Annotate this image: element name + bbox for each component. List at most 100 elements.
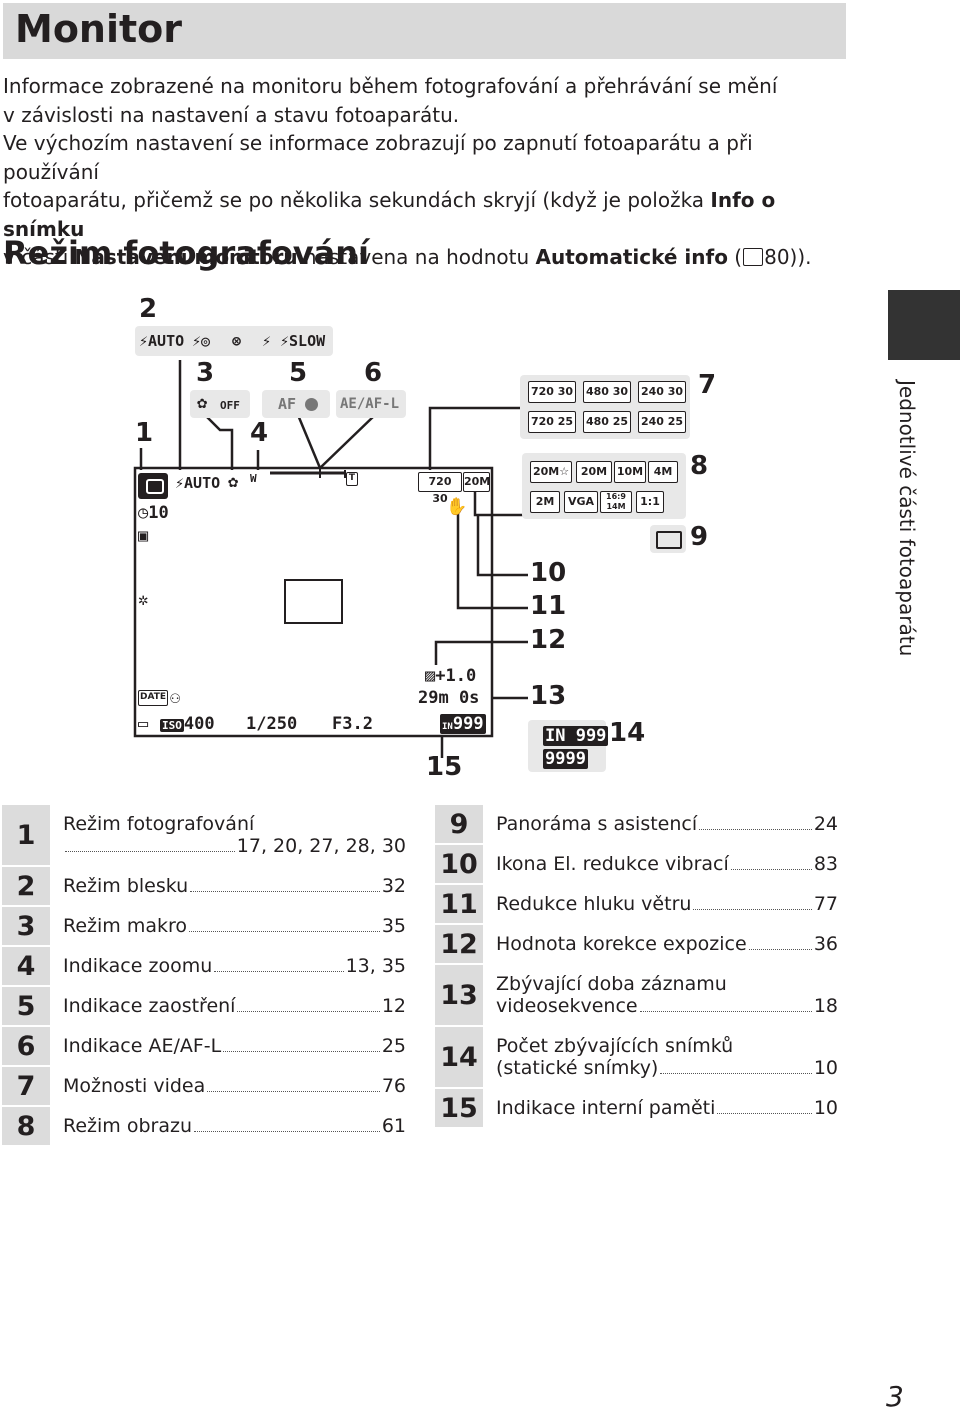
callout-9: 9 (690, 522, 709, 552)
callout-6: 6 (364, 358, 383, 388)
legend-label: Indikace zaostření (63, 995, 236, 1017)
legend-row: 14 Počet zbývajících snímků (statické sn… (435, 1025, 838, 1089)
callout-4: 4 (250, 418, 269, 448)
lcd-date-icon: DATE (138, 690, 168, 706)
image-mode-icon: 2M (530, 491, 560, 513)
legend-number: 12 (435, 923, 483, 965)
af-strip (262, 390, 330, 418)
legend-pages: 32 (381, 875, 406, 897)
legend-number: 2 (2, 865, 50, 907)
callout-10: 10 (530, 558, 567, 588)
legend-number: 15 (435, 1087, 483, 1129)
lcd-timer-icon: ◷10 (138, 503, 169, 523)
lcd-exposure-icon: ▨+1.0 (425, 666, 477, 686)
image-mode-icon: 4M (648, 461, 678, 483)
legend-pages: 77 (813, 893, 838, 915)
video-option-icon: 480 25 (583, 411, 631, 433)
legend-number: 13 (435, 963, 483, 1027)
diagram-lines (133, 360, 528, 758)
callout-14: 14 (609, 718, 646, 748)
macro-off-icon: OFF (220, 399, 240, 412)
callout-1: 1 (135, 418, 154, 448)
lcd-shutter: 1/250 (246, 714, 298, 734)
flash-modes-strip (135, 326, 333, 356)
macro-strip (190, 390, 250, 418)
image-mode-icon: 20M☆ (530, 461, 572, 483)
book-icon (743, 248, 764, 266)
page-header: Monitor (3, 3, 846, 59)
callout-2: 2 (139, 294, 158, 324)
intro-line: Ve výchozím nastavení se informace zobra… (3, 131, 753, 184)
legend-label: Indikace AE/AF-L (63, 1035, 222, 1057)
legend-number: 9 (435, 803, 483, 845)
legend-number: 4 (2, 945, 50, 987)
callout-11: 11 (530, 591, 567, 621)
legend-pages: 76 (381, 1075, 406, 1097)
legend-label: Režim fotografování (63, 813, 255, 835)
legend-number: 14 (435, 1025, 483, 1089)
flash-fill-icon: ⚡ (262, 332, 272, 350)
legend-pages: 17, 20, 27, 28, 30 (236, 835, 406, 857)
legend-number: 3 (2, 905, 50, 947)
legend-label: Možnosti videa (63, 1075, 206, 1097)
legend-row: 1 Režim fotografování 17, 20, 27, 28, 30 (2, 803, 406, 867)
monitor-diagram: 1 2 3 4 5 6 7 8 9 10 11 12 13 14 15 ⚡AUT… (0, 280, 960, 790)
lcd-memory: IN999 (440, 714, 486, 734)
legend-pages: 10 (813, 1097, 838, 1119)
legend-row: 3 Režim makro 35 (2, 905, 406, 947)
video-option-icon: 480 30 (583, 381, 631, 403)
flash-slow-icon: ⚡SLOW (280, 332, 326, 350)
video-option-icon: 720 30 (528, 381, 576, 403)
side-label: Jednotlivé části fotoaparátu (895, 380, 919, 657)
af-dot-icon (305, 398, 318, 411)
panorama-icon (656, 531, 682, 549)
legend-text: Možnosti videa 76 (50, 1065, 406, 1107)
legend-label: Panoráma s asistencí (496, 813, 698, 835)
video-option-icon: 720 25 (528, 411, 576, 433)
lcd-whitebalance-icon: ✲ (138, 590, 149, 610)
page-title: Monitor (15, 7, 183, 51)
flash-auto-icon: ⚡AUTO (139, 332, 185, 350)
legend-label-cont: (statické snímky) (496, 1057, 659, 1079)
side-tab-marker (888, 290, 960, 360)
intro-line: v části Nastavení monitoru nastavena na … (3, 245, 812, 269)
flash-redeye-icon: ⚡◎ (192, 332, 211, 350)
aeaf-strip (336, 390, 406, 418)
lcd-image-icon: 20M (463, 472, 490, 492)
lcd-motion-icon: ⚇ (170, 688, 181, 708)
legend-label: Režim makro (63, 915, 188, 937)
callout-3: 3 (196, 358, 215, 388)
legend-label: Hodnota korekce expozice (496, 933, 747, 955)
legend-number: 8 (2, 1105, 50, 1147)
legend-pages: 35 (381, 915, 406, 937)
legend-label: Zbývající doba záznamu (496, 973, 727, 995)
legend-pages: 36 (813, 933, 838, 955)
legend-number: 6 (2, 1025, 50, 1067)
lcd-continuous-icon: ▣ (138, 526, 149, 546)
lcd-zoom-w-icon: W (250, 472, 257, 485)
legend-row: 4 Indikace zoomu 13, 35 (2, 945, 406, 987)
legend-label: Režim blesku (63, 875, 189, 897)
legend-pages: 13, 35 (345, 955, 406, 977)
video-option-icon: 240 30 (638, 381, 686, 403)
callout-5: 5 (289, 358, 308, 388)
lcd-rec-time: 29m 0s (418, 688, 480, 708)
legend-label: Indikace zoomu (63, 955, 213, 977)
legend-row: 12 Hodnota korekce expozice 36 (435, 923, 838, 965)
lcd-flash-icon: ⚡AUTO (175, 474, 221, 492)
